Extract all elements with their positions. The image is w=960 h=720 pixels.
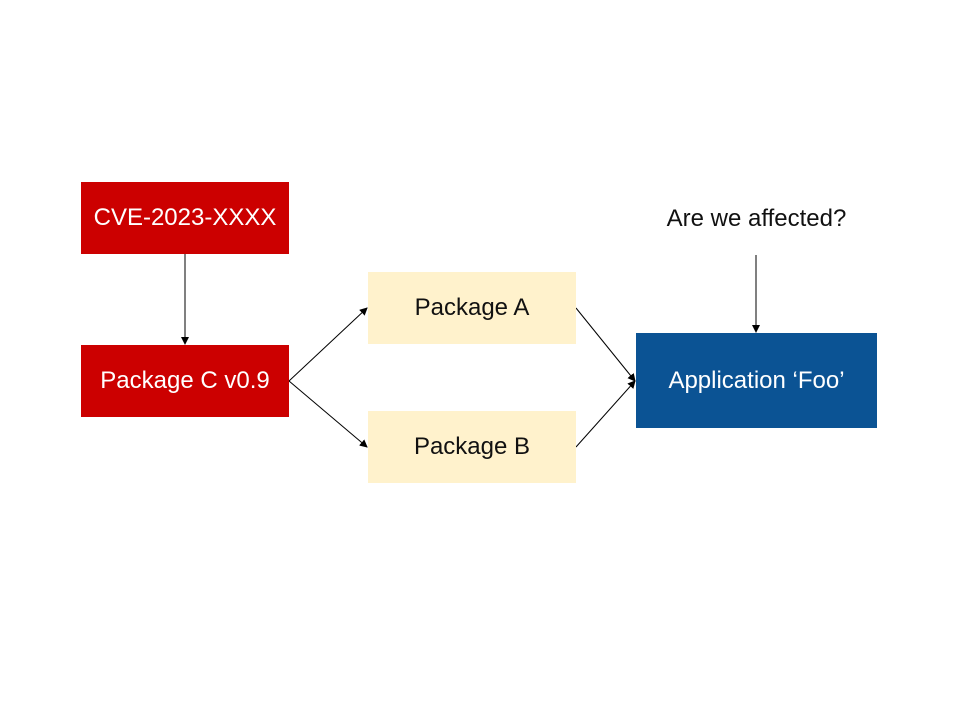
cve-label: CVE-2023-XXXX [93, 204, 277, 231]
application-node: Application ‘Foo’ [636, 333, 877, 428]
package-a-label: Package A [414, 294, 530, 321]
package-a-node: Package A [368, 272, 576, 344]
question-text: Are we affected? [666, 205, 847, 232]
edge-package-b-to-application [575, 380, 636, 448]
package-c-node: Package C v0.9 [81, 345, 289, 417]
edge-package-a-to-application [575, 307, 636, 382]
application-label: Application ‘Foo’ [668, 366, 845, 394]
package-c-label: Package C v0.9 [100, 367, 270, 394]
edge-package-c-to-package-b [288, 380, 368, 448]
edge-package-c-to-package-a [288, 307, 368, 382]
cve-node: CVE-2023-XXXX [81, 182, 289, 254]
package-b-label: Package B [413, 433, 531, 460]
package-b-node: Package B [368, 411, 576, 483]
